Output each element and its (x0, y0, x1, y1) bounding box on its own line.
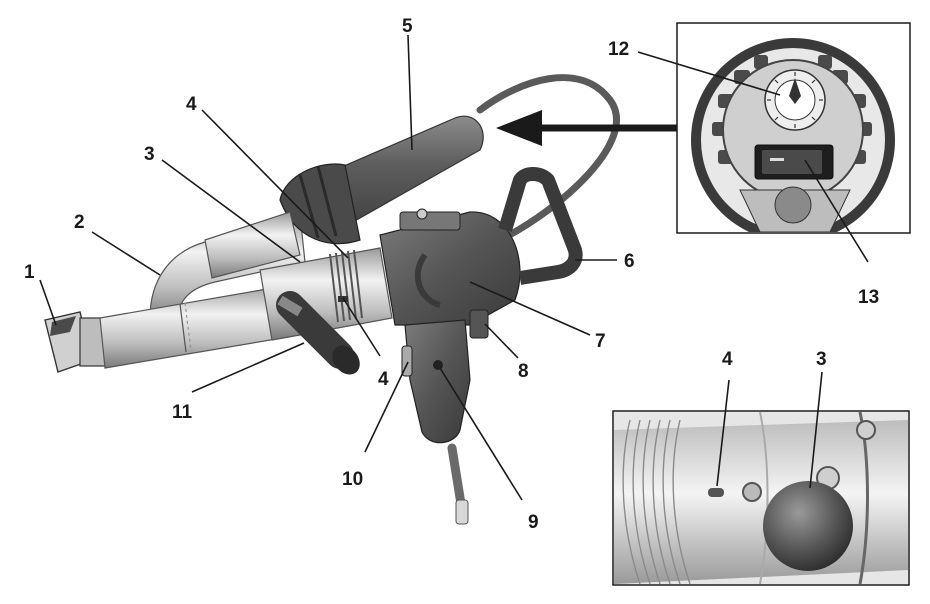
rear-handle (498, 167, 583, 285)
callout-6: 6 (624, 251, 635, 272)
callout-4-inset: 4 (722, 349, 733, 370)
callout-2: 2 (74, 212, 85, 233)
barrel-ring (179, 303, 187, 353)
callout-4-lower: 4 (378, 369, 389, 390)
callout-5: 5 (402, 16, 413, 37)
auxiliary-handle (276, 291, 360, 375)
callout-9: 9 (528, 512, 539, 533)
callout-8: 8 (518, 361, 529, 382)
collar-grooves (622, 419, 691, 584)
callout-4-top: 4 (186, 94, 197, 115)
leader-8 (484, 323, 519, 359)
ball-knob (763, 481, 853, 571)
hot-air-blower (204, 115, 484, 279)
leader-10 (364, 361, 409, 453)
callout-11: 11 (172, 402, 193, 423)
leader-3-inset (809, 371, 823, 489)
leader-4-inset (716, 379, 730, 487)
leader-9 (439, 367, 523, 501)
callout-10: 10 (342, 469, 363, 490)
leader-4-top (201, 109, 349, 259)
callout-numbers: 1 2 3 4 5 6 7 8 9 10 11 4 12 13 4 3 (24, 16, 879, 533)
leader-1 (39, 279, 57, 326)
leader-13 (804, 159, 869, 263)
pistol-grip (404, 319, 471, 444)
extruder-illustration (44, 74, 620, 525)
leader-5 (407, 34, 413, 151)
temperature-dial (764, 69, 826, 131)
leader-7 (469, 281, 591, 336)
power-cable-end (455, 499, 469, 525)
leader-3 (161, 159, 301, 263)
control-panel-inset (637, 22, 911, 263)
motor-housing (379, 211, 521, 326)
leader-lines (39, 34, 617, 501)
inset-slot (708, 488, 724, 497)
leader-11 (191, 342, 305, 393)
ball-detail-inset (612, 371, 910, 586)
callout-3: 3 (144, 144, 155, 165)
pointer-arrow (496, 110, 678, 146)
callout-1: 1 (24, 262, 35, 283)
motor-top-plate (399, 211, 461, 231)
power-switch (754, 144, 834, 180)
callout-12: 12 (608, 39, 629, 60)
callout-13: 13 (858, 287, 879, 308)
trigger-lock-button (433, 360, 443, 370)
callout-7: 7 (595, 331, 606, 352)
leader-2 (91, 231, 161, 276)
leader-4-lower (342, 297, 381, 357)
leader-12 (637, 51, 781, 96)
callout-3-inset: 3 (816, 349, 827, 370)
